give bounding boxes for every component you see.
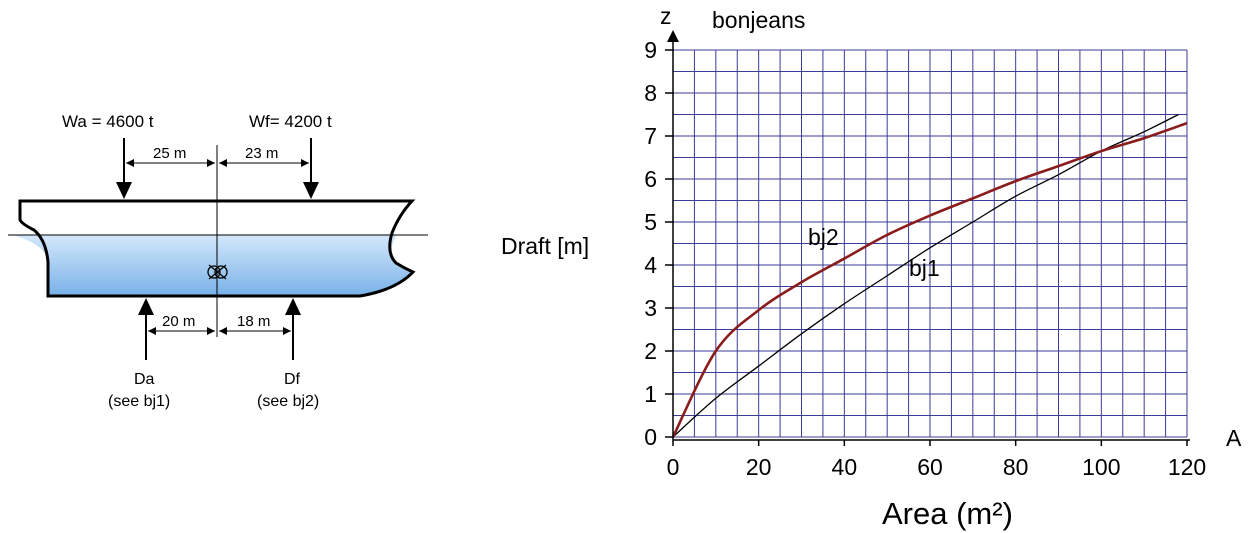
y-tick-label: 6 [644, 166, 657, 192]
ship-diagram: Wa = 4600 t Wf= 4200 t 25 m 23 m [8, 112, 428, 410]
fwd-reaction-arm: 18 m [237, 313, 270, 330]
chart-title: bonjeans [712, 7, 805, 33]
x-tick-label: 80 [1003, 454, 1029, 480]
x-axis-letter: A [1226, 425, 1242, 451]
aft-load-arrow [116, 138, 132, 199]
x-tick-label: 100 [1082, 454, 1120, 480]
water-fill [12, 235, 413, 296]
chart-series [671, 113, 1188, 438]
aft-load-arm: 25 m [153, 145, 186, 162]
fwd-reaction-note: (see bj2) [257, 393, 319, 410]
series-label-bj2: bj2 [808, 224, 839, 250]
y-axis-arrowhead [667, 30, 679, 42]
center-of-gravity-icon [207, 264, 228, 280]
aft-reaction-arm: 20 m [162, 313, 195, 330]
fwd-reaction-label: Df [284, 371, 301, 388]
aft-reaction-label: Da [134, 371, 155, 388]
aft-load-label: Wa = 4600 t [62, 112, 154, 131]
x-axis-label: Area (m²) [882, 496, 1013, 531]
y-tick-label: 0 [644, 424, 657, 450]
series-line-bj2 [671, 121, 1188, 438]
y-tick-label: 8 [644, 80, 657, 106]
x-tick-label: 0 [667, 454, 680, 480]
y-tick-label: 4 [644, 252, 657, 278]
y-tick-label: 3 [644, 295, 657, 321]
fwd-load-arrow [303, 138, 319, 199]
x-tick-label: 40 [832, 454, 858, 480]
x-tick-label: 60 [917, 454, 943, 480]
x-tick-label: 120 [1168, 454, 1206, 480]
upper-dimension-arrowheads [126, 159, 309, 167]
fwd-reaction-arrow [285, 298, 301, 360]
fwd-load-label: Wf= 4200 t [249, 112, 332, 131]
y-axis-label: Draft [m] [501, 233, 589, 259]
aft-reaction-note: (see bj1) [108, 393, 170, 410]
lower-dimension-arrowheads [148, 327, 291, 335]
y-tick-label: 5 [644, 209, 657, 235]
chart-grid [672, 49, 1188, 438]
y-axis-letter: z [660, 3, 672, 29]
x-tick-label: 20 [746, 454, 772, 480]
hull-outline [18, 199, 416, 298]
fwd-load-arm: 23 m [245, 145, 278, 162]
y-tick-label: 1 [644, 381, 657, 407]
aft-reaction-arrow [138, 298, 154, 360]
y-tick-label: 9 [644, 37, 657, 63]
series-label-bj1: bj1 [909, 255, 940, 281]
y-tick-label: 7 [644, 123, 657, 149]
chart-axes [667, 30, 1190, 441]
chart-ticks: 0 1 2 3 4 5 6 7 8 9 0 20 40 60 80 100 120 [644, 37, 1206, 480]
y-tick-label: 2 [644, 338, 657, 364]
bonjean-chart: 0 1 2 3 4 5 6 7 8 9 0 20 40 60 80 100 120 bonjeans z A D… [501, 3, 1242, 531]
